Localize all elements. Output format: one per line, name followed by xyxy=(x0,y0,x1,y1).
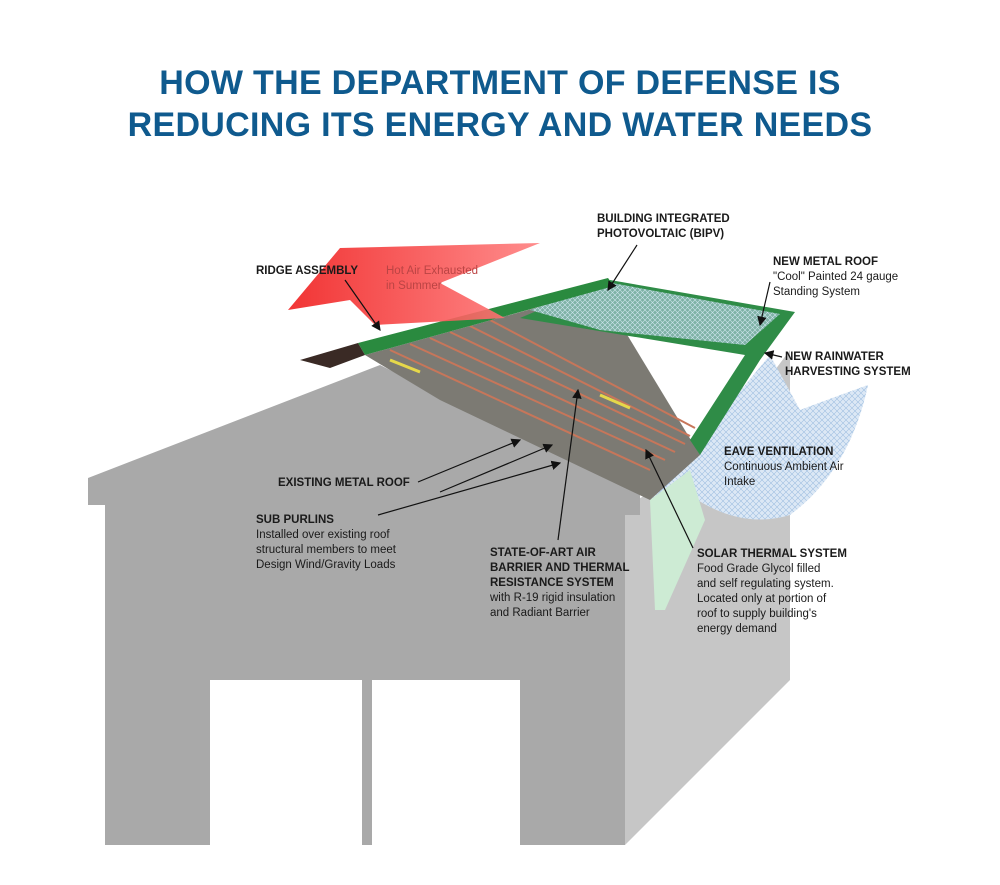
label-sub-purlins: SUB PURLINS Installed over existing roof… xyxy=(256,513,396,573)
ridge-gable-end xyxy=(300,343,365,368)
insulation-strips xyxy=(389,358,631,410)
label-desc: Standing System xyxy=(773,286,860,298)
label-heading: NEW METAL ROOF xyxy=(773,256,878,268)
label-ridge-assembly: RIDGE ASSEMBLY xyxy=(256,264,358,279)
existing-roof-arrow xyxy=(417,438,522,483)
sub-purlin-arrow-1 xyxy=(439,443,554,493)
label-existing-metal-roof: EXISTING METAL ROOF xyxy=(278,476,410,491)
title-line-2: REDUCING ITS ENERGY AND WATER NEEDS xyxy=(127,106,873,144)
ridge-arrow xyxy=(344,279,381,331)
label-heading: PHOTOVOLTAIC (BIPV) xyxy=(597,228,725,240)
label-desc: "Cool" Painted 24 gauge xyxy=(773,271,899,283)
solar-thermal-tubes xyxy=(389,319,696,471)
metal-roof-arrow xyxy=(757,281,771,327)
label-desc: with R-19 rigid insulation xyxy=(490,592,616,604)
label-desc: Located only at portion of xyxy=(697,593,827,605)
label-heading: EAVE VENTILATION xyxy=(724,446,834,458)
label-desc: Intake xyxy=(724,476,756,488)
label-solar-thermal: SOLAR THERMAL SYSTEM Food Grade Glycol f… xyxy=(697,547,847,637)
label-heading: BUILDING INTEGRATED xyxy=(597,213,730,225)
label-desc: Food Grade Glycol filled xyxy=(697,563,821,575)
eave-air-green xyxy=(650,470,705,610)
label-bipv: BUILDING INTEGRATED PHOTOVOLTAIC (BIPV) xyxy=(597,212,730,242)
label-eave-ventilation: EAVE VENTILATION Continuous Ambient Air … xyxy=(724,445,844,490)
door-right xyxy=(372,680,520,848)
label-desc: and Radiant Barrier xyxy=(490,607,590,619)
label-desc: Installed over existing roof xyxy=(256,529,390,541)
label-heading: RIDGE ASSEMBLY xyxy=(256,265,359,277)
rainwater-arrow xyxy=(763,350,783,360)
label-heading: BARRIER AND THERMAL xyxy=(490,562,630,574)
bipv-arrow xyxy=(607,244,638,292)
label-desc: energy demand xyxy=(697,623,777,635)
label-rainwater: NEW RAINWATER HARVESTING SYSTEM xyxy=(785,350,911,380)
door-left xyxy=(210,680,362,848)
hot-air-line-1: Hot Air Exhausted xyxy=(386,265,479,277)
label-heading: EXISTING METAL ROOF xyxy=(278,477,410,489)
bipv-panel xyxy=(530,283,780,345)
label-desc: Design Wind/Gravity Loads xyxy=(256,559,396,571)
label-desc: structural members to meet xyxy=(256,544,396,556)
label-heading: NEW RAINWATER xyxy=(785,351,884,363)
label-heading: STATE-OF-ART AIR xyxy=(490,547,596,559)
hot-air-text: Hot Air Exhausted in Summer xyxy=(386,264,478,294)
sub-purlin-arrow-2 xyxy=(377,460,562,516)
air-barrier-arrow xyxy=(557,388,582,541)
label-heading: SOLAR THERMAL SYSTEM xyxy=(697,548,847,560)
title-line-1: HOW THE DEPARTMENT OF DEFENSE IS xyxy=(159,64,841,102)
label-desc: and self regulating system. xyxy=(697,578,834,590)
label-desc: roof to supply building's xyxy=(697,608,817,620)
existing-roof-layer xyxy=(365,290,700,500)
solar-thermal-arrow xyxy=(645,448,694,549)
label-air-barrier: STATE-OF-ART AIR BARRIER AND THERMAL RES… xyxy=(490,546,629,621)
page-title: HOW THE DEPARTMENT OF DEFENSE IS REDUCIN… xyxy=(0,62,1000,146)
label-new-metal-roof: NEW METAL ROOF "Cool" Painted 24 gauge S… xyxy=(773,255,898,300)
label-desc: Continuous Ambient Air xyxy=(724,461,844,473)
hot-air-arrow xyxy=(288,243,540,325)
hot-air-line-2: in Summer xyxy=(386,280,442,292)
label-heading: HARVESTING SYSTEM xyxy=(785,366,911,378)
label-heading: SUB PURLINS xyxy=(256,514,334,526)
label-heading: RESISTANCE SYSTEM xyxy=(490,577,614,589)
